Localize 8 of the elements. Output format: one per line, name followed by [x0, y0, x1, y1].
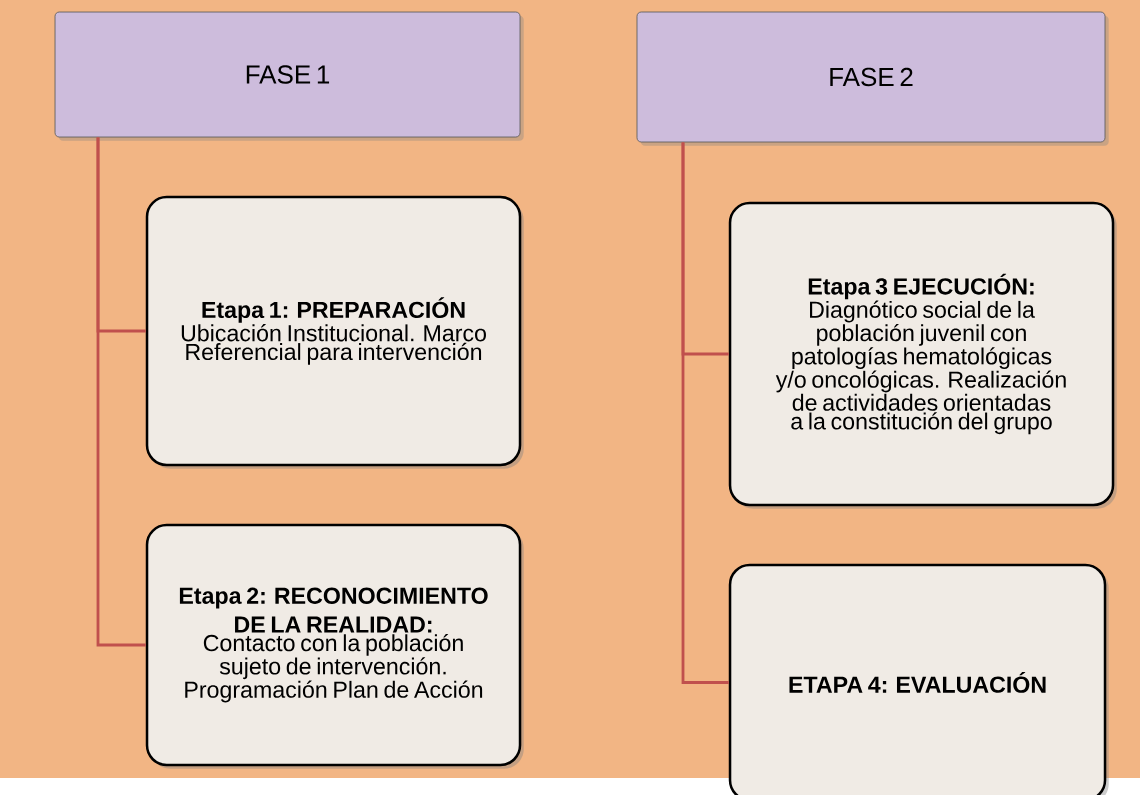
connector-line: [96, 137, 146, 647]
stage-box: Etapa 2: RECONOCIMIENTO DE LA REALIDAD: Contacto con la población sujeto de intervención. Programación Plan de Acción: [145, 523, 524, 769]
phase-box: FASE 1: [54, 11, 524, 141]
stage-box: Etapa 3 EJECUCIÓN: Diagnótico social de la población juvenil con patologías hematológicas y/o oncológicas. Realización de actividades orientadas a la constitución del grupo: [728, 201, 1117, 509]
phase-box: FASE 2: [636, 11, 1109, 146]
connector-line: [681, 142, 729, 684]
stage-box: Etapa 1: PREPARACIÓN Ubicación Institucional. Marco Referencial para intervención: [145, 195, 524, 469]
stage-box: ETAPA 4: EVALUACIÓN: [728, 563, 1109, 795]
